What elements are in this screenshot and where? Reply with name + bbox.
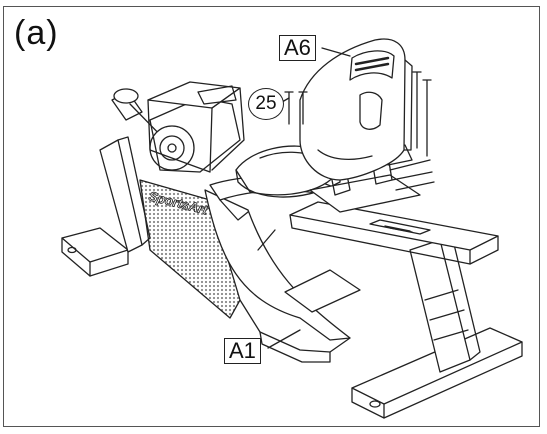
screws bbox=[284, 71, 432, 157]
front-column bbox=[99, 136, 151, 253]
callout-frame: A1 bbox=[224, 338, 261, 364]
callout-screw-part: 25 bbox=[248, 88, 284, 120]
panel-label: (a) bbox=[14, 14, 59, 52]
leader-a1 bbox=[267, 329, 301, 349]
crank-assembly bbox=[111, 88, 241, 173]
front-stabilizer bbox=[61, 227, 129, 277]
leader-a6 bbox=[321, 47, 351, 57]
console bbox=[147, 81, 245, 173]
main-frame bbox=[204, 189, 361, 363]
mesh-shroud bbox=[139, 179, 241, 319]
figure-border bbox=[3, 6, 540, 427]
seat-back bbox=[299, 38, 413, 181]
callout-seat-back: A6 bbox=[279, 35, 316, 61]
seat-rail bbox=[289, 201, 499, 265]
